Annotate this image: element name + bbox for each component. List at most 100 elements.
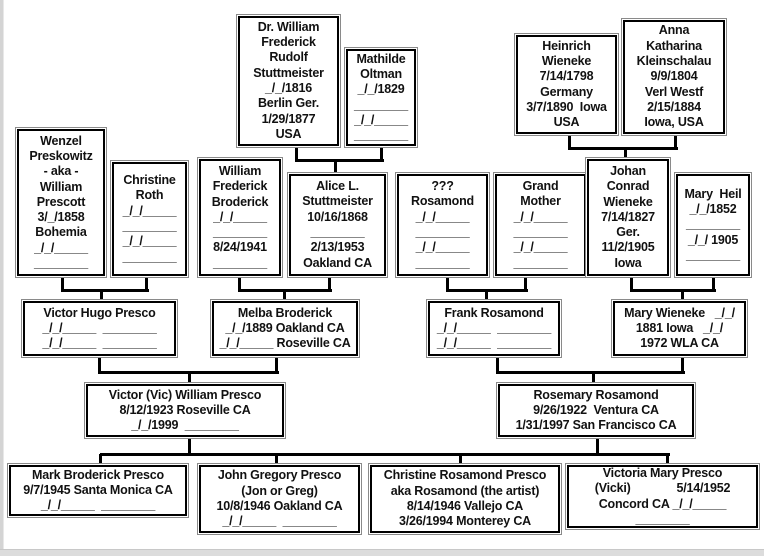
window-bottom-border [0, 549, 764, 556]
person-detail: 7/14/1798 [539, 69, 594, 84]
couple-connector [296, 158, 384, 162]
person-detail: _/_/_____ [354, 112, 408, 127]
person-detail: _/_/_____ ________ [222, 514, 337, 529]
person-detail: 10/8/1946 Oakland CA [216, 499, 343, 513]
person-detail: 8/12/1923 Roseville CA [119, 402, 251, 417]
window-left-border [0, 0, 4, 549]
person-name: Mark Broderick Presco [32, 467, 164, 482]
child-drop [458, 454, 462, 463]
person-detail: Broderick [211, 194, 269, 209]
person-detail: 9/7/1945 Santa Monica CA [23, 482, 173, 497]
person-name: Mathilde [356, 51, 406, 66]
person-detail: ________ [415, 225, 470, 239]
person-detail: 9/26/1922 Ventura CA [533, 402, 659, 417]
person-detail: aka Rosamond (the artist) [390, 483, 540, 498]
person-detail: 1/29/1877 [261, 111, 316, 126]
couple-connector [631, 288, 716, 292]
couple-connector [60, 278, 64, 292]
couple-connector [274, 358, 278, 374]
person-detail: 11/2/1905 [601, 240, 655, 255]
couple-connector [680, 358, 684, 374]
descent-connector [591, 372, 595, 382]
person-detail: Iowa [614, 255, 642, 270]
couple-connector [379, 148, 383, 162]
person-detail: Frederick [261, 35, 316, 50]
person-detail: _/_/_____ ________ [436, 320, 552, 335]
person-detail: (Vicki) 5/14/1952 [594, 481, 731, 496]
person-name: Wenzel [40, 133, 82, 148]
person-detail: Concord CA _/_/_____ [598, 496, 727, 511]
person-detail: ________ [513, 225, 568, 239]
couple-connector [62, 288, 149, 292]
person-detail: Frederick [212, 179, 268, 194]
person-detail: Oltman [360, 66, 402, 81]
person-detail: Ger. [616, 225, 640, 240]
person-detail: ________ [33, 256, 88, 271]
person-detail: Roth [135, 188, 164, 203]
child-drop [274, 454, 278, 463]
couple-connector [445, 278, 449, 292]
person-name: Dr. William [257, 19, 320, 34]
person-name: John Gregory Presco [217, 468, 342, 483]
person-detail: ________ [415, 255, 470, 270]
person-detail: ________ [685, 217, 740, 232]
person-detail: _/_/_____ [122, 203, 177, 218]
person-box-melba-broderick: Melba Broderick_/_/1889 Oakland CA_/_/__… [210, 299, 360, 358]
person-detail: (Jon or Greg) [241, 483, 318, 498]
person-box-unknown-rosamond: ???Rosamond_/_/______________/_/________… [395, 172, 490, 278]
person-card: Frank Rosamond_/_/_____ _________/_/____… [428, 301, 560, 356]
person-detail: 3/26/1994 Monterey CA [399, 514, 531, 529]
descent-connector [623, 148, 627, 157]
person-detail: ________ [122, 249, 177, 264]
couple-connector [237, 278, 241, 292]
descent-connector [99, 290, 103, 299]
person-detail: Rosamond [411, 194, 474, 209]
person-detail: _/_/_____ [415, 209, 470, 224]
descent-connector [187, 372, 191, 382]
person-detail: 7/14/1827 [601, 209, 655, 224]
person-detail: ________ [353, 128, 408, 143]
person-detail: _/_/1852 [689, 202, 737, 217]
person-detail: Iowa, USA [644, 115, 704, 130]
person-detail: _/_/1816 [264, 81, 313, 95]
person-detail: _/_/_____ ________ [42, 336, 157, 351]
child-drop [665, 454, 669, 463]
person-detail: ________ [685, 247, 740, 262]
descent-connector [680, 290, 684, 299]
person-box-john-presco: John Gregory Presco(Jon or Greg)10/8/194… [197, 463, 362, 535]
person-detail: Stuttmeister [253, 65, 324, 80]
children-connector [100, 452, 670, 456]
person-detail: 8/24/1941 [213, 240, 267, 255]
person-detail: ________ [310, 225, 365, 239]
person-name: Alice L. [316, 179, 359, 194]
person-detail: _/_/1889 Oakland CA [225, 320, 345, 335]
person-name: Heinrich [542, 38, 591, 53]
person-detail: 8/14/1946 Vallejo CA [406, 499, 524, 513]
person-name: Mary Wieneke _/_/ [624, 305, 735, 320]
person-detail: Mother [520, 194, 561, 209]
person-detail: Verl Westf [644, 84, 704, 99]
person-detail: 1/31/1997 San Francisco CA [515, 418, 677, 433]
person-box-mary-wieneke: Mary Wieneke _/_/1881 Iowa _/_/1972 WLA … [611, 299, 748, 358]
person-detail: 1881 Iowa _/_/ [635, 320, 724, 335]
person-detail: William [39, 179, 83, 194]
person-detail: _/_/1999 ________ [131, 418, 239, 433]
